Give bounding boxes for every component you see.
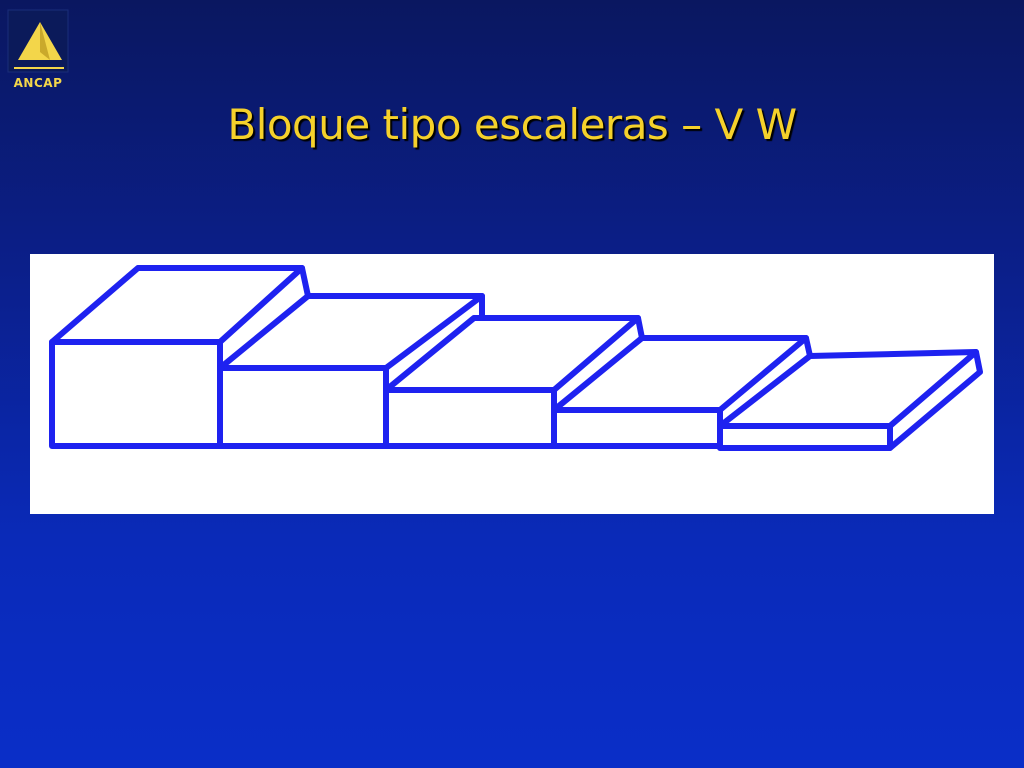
figure-panel [30,254,994,514]
triangle-logo-icon [7,9,69,73]
stair-block-1 [49,265,311,449]
stair-block-3 [383,315,645,449]
ancap-logo: ANCAP [6,8,70,90]
stair-block-2 [217,293,485,449]
stair-blocks-diagram [49,265,983,451]
logo-text: ANCAP [13,76,63,90]
stair-block-5 [717,349,983,451]
slide-title: Bloque tipo escaleras – V W [227,100,797,149]
